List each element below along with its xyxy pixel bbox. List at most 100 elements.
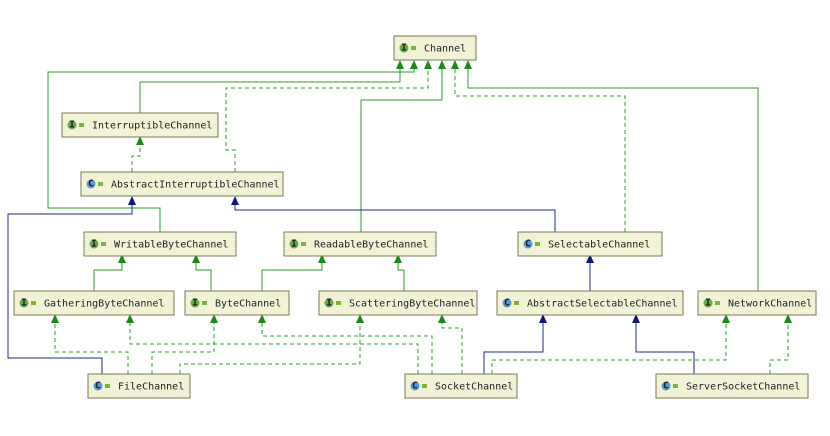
visibility-icon xyxy=(98,182,103,186)
arrowhead xyxy=(192,254,200,263)
interface-icon xyxy=(703,298,713,308)
interface-icon xyxy=(190,298,200,308)
node-label: NetworkChannel xyxy=(728,299,812,310)
arrowhead xyxy=(318,254,326,263)
visibility-icon xyxy=(336,301,341,305)
node-scattering-byte-channel[interactable]: I ScatteringByteChannel xyxy=(318,290,478,316)
arrowhead xyxy=(632,314,640,323)
badge-letter: I xyxy=(192,298,198,309)
visibility-icon xyxy=(411,46,416,50)
arrowhead xyxy=(210,314,218,323)
edge-socket-to-abstractselectable xyxy=(483,320,544,374)
node-channel[interactable]: I Channel xyxy=(393,35,477,61)
edges xyxy=(7,62,789,374)
arrowhead xyxy=(128,196,136,205)
edge-file-to-byte xyxy=(151,320,215,374)
visibility-icon xyxy=(673,384,678,388)
edge-writable-to-channel xyxy=(47,62,415,232)
node-label: ScatteringByteChannel xyxy=(349,299,475,310)
badge-letter: C xyxy=(663,381,669,392)
node-label: SelectableChannel xyxy=(548,240,650,251)
edge-byte-to-readable xyxy=(261,260,323,291)
arrowhead xyxy=(51,314,59,323)
node-label: SocketChannel xyxy=(435,382,513,393)
edge-serversocket-to-abstractselectable xyxy=(635,320,695,374)
node-byte-channel[interactable]: I ByteChannel xyxy=(184,290,290,316)
interface-icon xyxy=(19,298,29,308)
node-label: FileChannel xyxy=(118,382,184,393)
edge-socket-to-scattering xyxy=(441,320,463,374)
class-icon xyxy=(523,239,533,249)
edge-abstractinterruptible-to-channel xyxy=(225,62,429,172)
arrowhead xyxy=(464,60,472,69)
badge-letter: I xyxy=(705,298,711,309)
node-label: GatheringByteChannel xyxy=(44,299,164,310)
interface-icon xyxy=(399,43,409,53)
visibility-icon xyxy=(422,384,427,388)
arrowhead xyxy=(539,314,547,323)
badge-letter: C xyxy=(412,381,418,392)
node-label: ServerSocketChannel xyxy=(686,382,800,393)
edge-byte-to-writable xyxy=(195,260,212,291)
arrowhead xyxy=(784,314,792,323)
edge-serversocket-to-network xyxy=(769,320,789,374)
node-selectable-channel[interactable]: C SelectableChannel xyxy=(517,231,663,257)
arrowhead xyxy=(438,60,446,69)
visibility-icon xyxy=(514,301,519,305)
arrowhead xyxy=(451,60,459,69)
node-label: Channel xyxy=(424,44,466,55)
interface-icon xyxy=(289,239,299,249)
node-label: ByteChannel xyxy=(215,299,281,310)
node-gathering-byte-channel[interactable]: I GatheringByteChannel xyxy=(13,290,175,316)
class-icon xyxy=(410,381,420,391)
badge-letter: I xyxy=(69,120,75,131)
node-label: WritableByteChannel xyxy=(114,240,228,251)
node-readable-byte-channel[interactable]: I ReadableByteChannel xyxy=(283,231,437,257)
node-interruptible-channel[interactable]: I InterruptibleChannel xyxy=(61,112,219,138)
visibility-icon xyxy=(202,301,207,305)
node-file-channel[interactable]: C FileChannel xyxy=(87,373,191,399)
node-server-socket-channel[interactable]: C ServerSocketChannel xyxy=(655,373,809,399)
node-socket-channel[interactable]: C SocketChannel xyxy=(404,373,518,399)
arrowhead xyxy=(722,314,730,323)
arrowhead xyxy=(396,60,404,69)
edge-selectable-to-channel xyxy=(454,62,626,232)
visibility-icon xyxy=(715,301,720,305)
visibility-icon xyxy=(31,301,36,305)
edge-file-to-scattering xyxy=(179,320,361,374)
edge-abstractinterruptible-to-interruptible xyxy=(131,142,141,172)
visibility-icon xyxy=(101,242,106,246)
edge-socket-to-byte xyxy=(261,320,433,374)
arrowhead xyxy=(394,254,402,263)
visibility-icon xyxy=(301,242,306,246)
arrowhead xyxy=(424,60,432,69)
class-icon xyxy=(502,298,512,308)
node-writable-byte-channel[interactable]: I WritableByteChannel xyxy=(83,231,237,257)
edge-socket-to-gathering xyxy=(129,320,419,374)
arrowheads xyxy=(51,60,792,323)
badge-letter: I xyxy=(21,298,27,309)
node-abstract-selectable-channel[interactable]: C AbstractSelectableChannel xyxy=(496,290,684,316)
badge-letter: C xyxy=(88,179,94,190)
badge-letter: I xyxy=(326,298,332,309)
arrowhead xyxy=(438,314,446,323)
badge-letter: C xyxy=(95,381,101,392)
class-icon xyxy=(661,381,671,391)
arrowhead xyxy=(258,314,266,323)
edge-gathering-to-writable xyxy=(93,260,123,291)
node-network-channel[interactable]: I NetworkChannel xyxy=(697,290,817,316)
node-label: InterruptibleChannel xyxy=(92,121,212,132)
node-label: AbstractSelectableChannel xyxy=(527,299,678,310)
visibility-icon xyxy=(79,123,84,127)
node-label: AbstractInterruptibleChannel xyxy=(111,180,280,191)
edge-scattering-to-readable xyxy=(397,260,405,291)
badge-letter: I xyxy=(401,43,407,54)
arrowhead xyxy=(126,314,134,323)
node-abstract-interruptible-channel[interactable]: C AbstractInterruptibleChannel xyxy=(80,171,284,197)
badge-letter: I xyxy=(91,239,97,250)
arrowhead xyxy=(410,60,418,69)
edge-network-to-channel xyxy=(467,62,759,291)
edge-file-to-gathering xyxy=(54,320,129,374)
arrowhead xyxy=(118,254,126,263)
